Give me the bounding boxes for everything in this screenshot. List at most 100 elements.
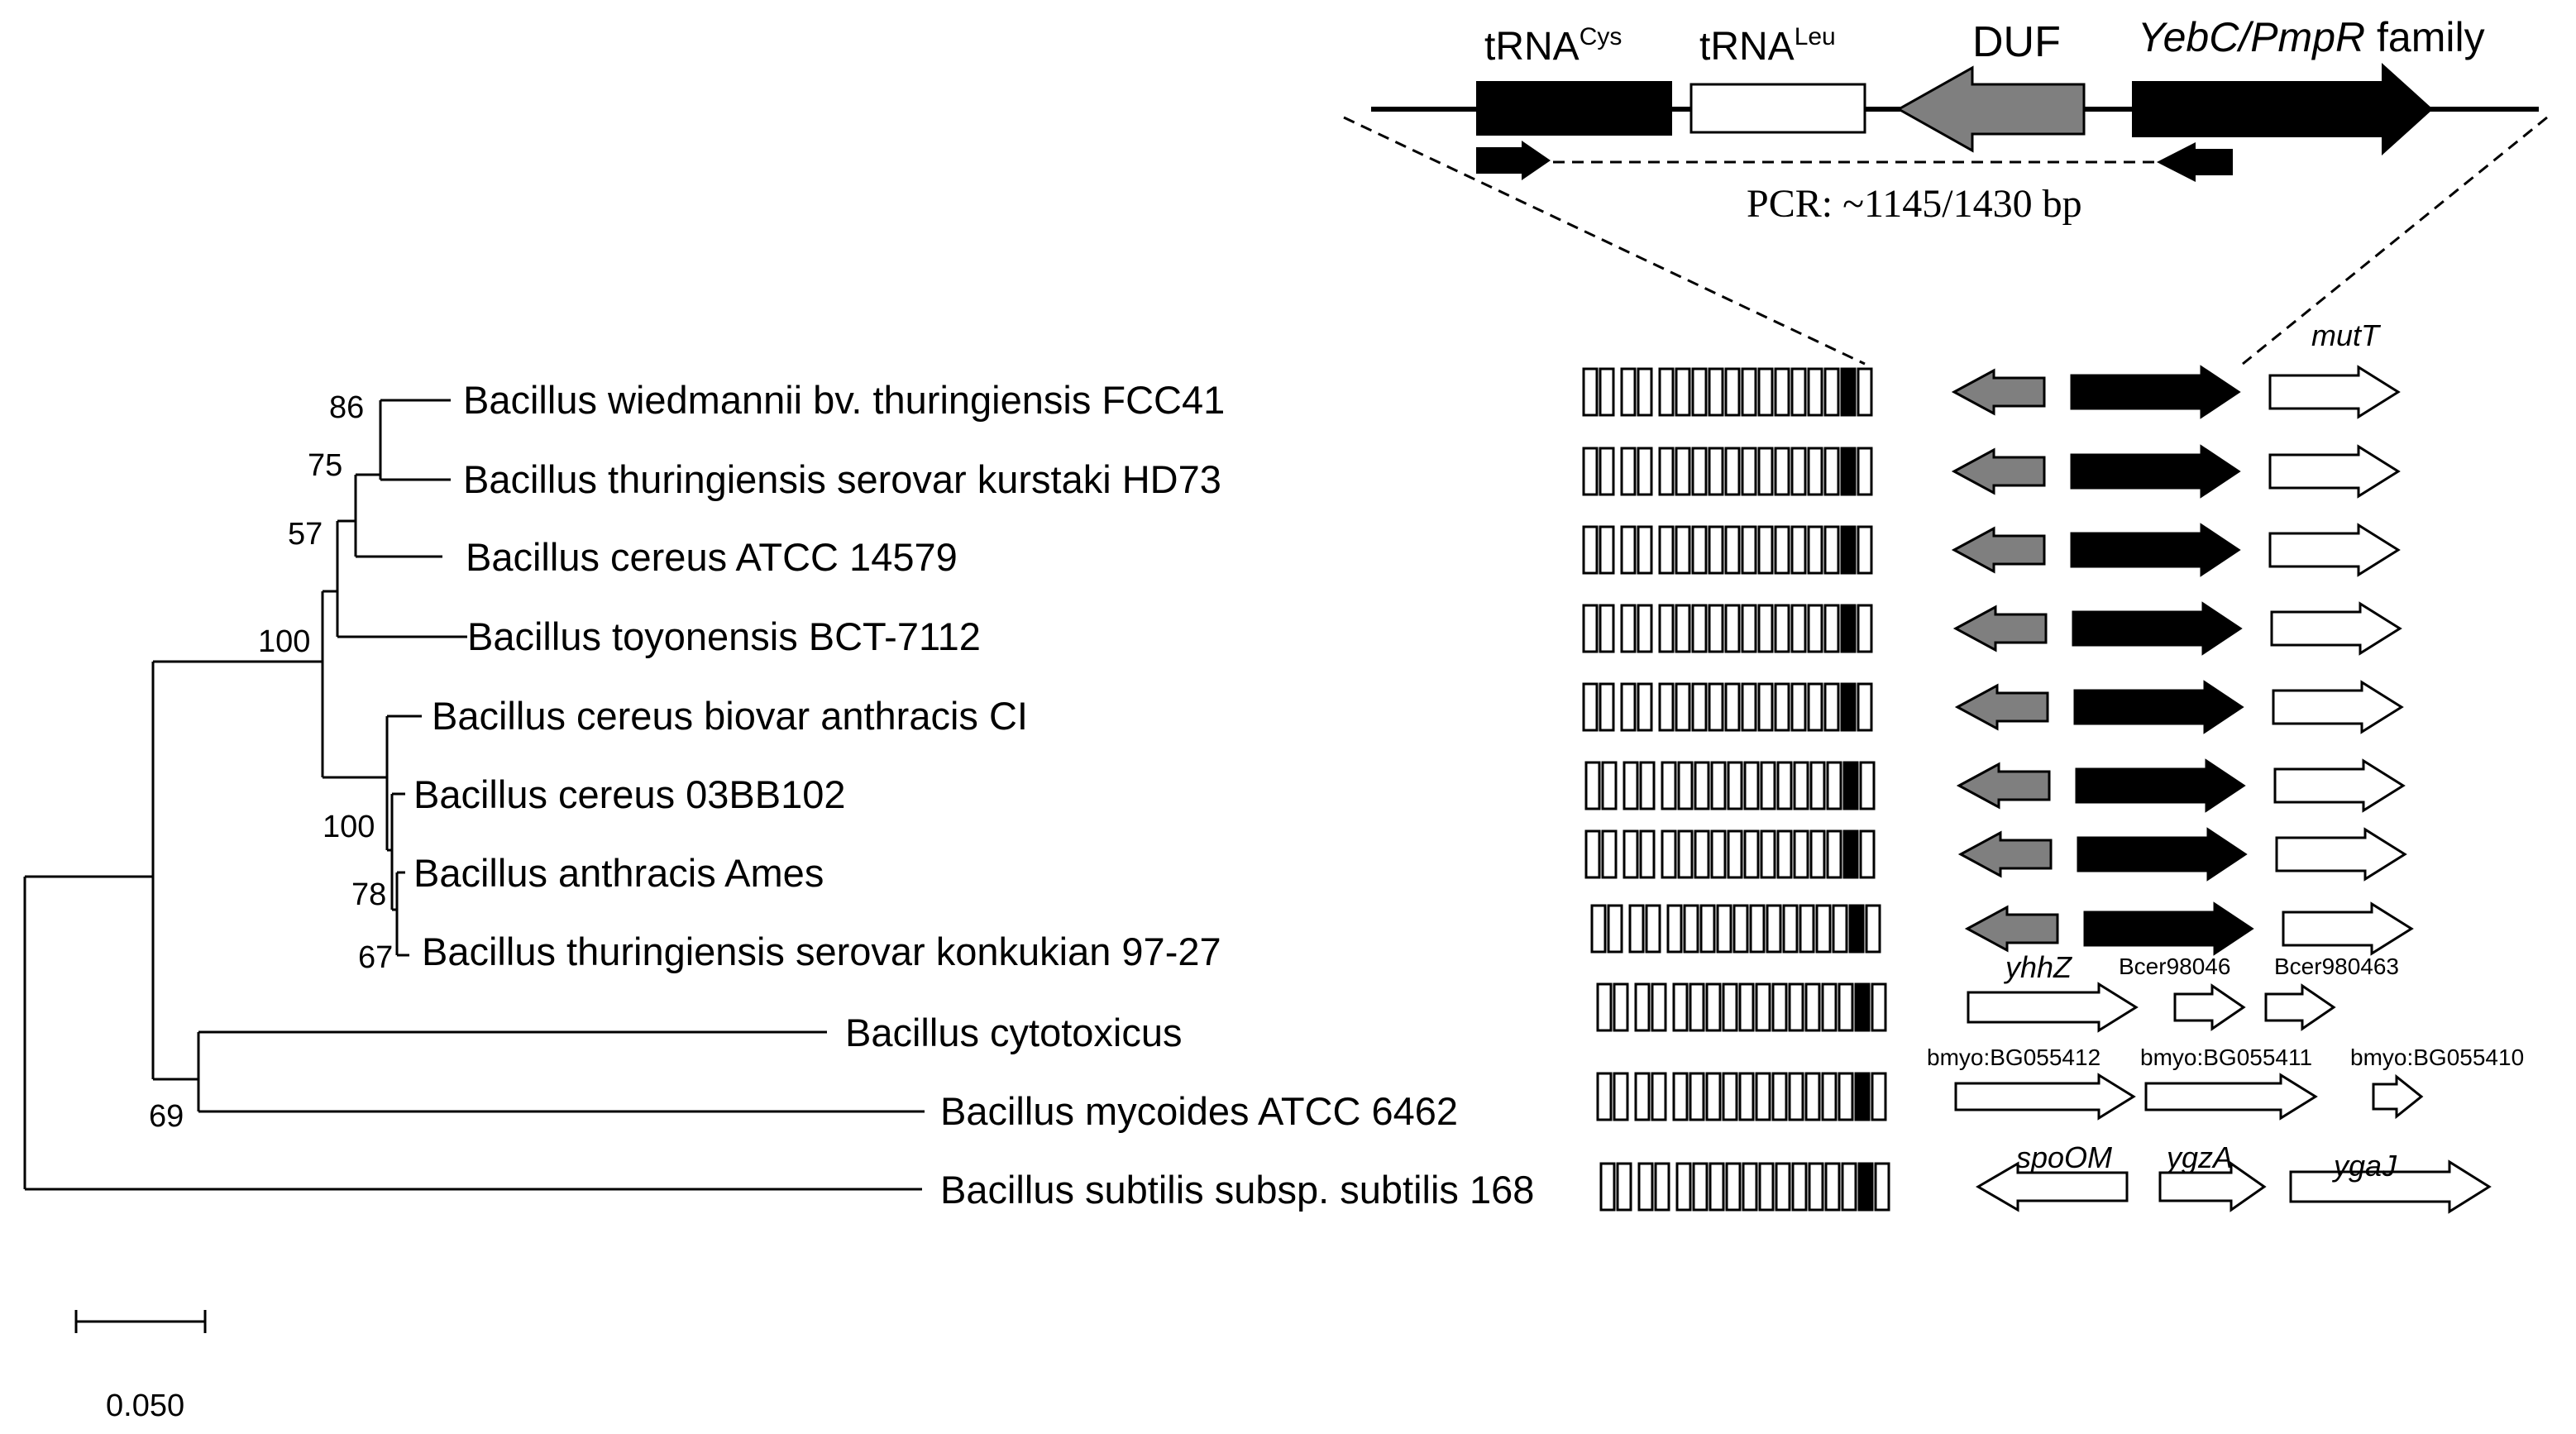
synteny-row bbox=[1590, 901, 2414, 956]
trna-box bbox=[1743, 761, 1760, 810]
trna-box bbox=[1793, 761, 1809, 810]
bmyo-bg055410-gene-arrow bbox=[2372, 1073, 2424, 1120]
trna-box bbox=[1620, 682, 1637, 732]
trna-box bbox=[1582, 682, 1599, 732]
trna-box bbox=[1683, 904, 1699, 954]
trna-box bbox=[1623, 829, 1639, 879]
trna-box bbox=[1658, 447, 1675, 496]
trna-cys-box bbox=[1840, 367, 1857, 417]
trna-box bbox=[1620, 604, 1637, 653]
trna-box bbox=[1757, 604, 1774, 653]
synteny-row bbox=[1582, 601, 2402, 656]
trna-cys-box bbox=[1848, 904, 1865, 954]
duf-gene-arrow bbox=[1951, 526, 2046, 574]
locus-diagram: tRNACys tRNALeu DUF YebC/PmpR family PCR… bbox=[1343, 14, 2548, 366]
trna-box bbox=[1599, 604, 1615, 653]
trna-box bbox=[1741, 682, 1757, 732]
trna-box bbox=[1788, 982, 1804, 1032]
trna-box bbox=[1823, 447, 1840, 496]
taxon-label: Bacillus wiedmannii bv. thuringiensis FC… bbox=[463, 378, 1225, 422]
trna-box bbox=[1675, 682, 1691, 732]
bcer980463-gene-arrow bbox=[2264, 983, 2336, 1031]
trna-box bbox=[1599, 525, 1615, 575]
yebc-gene-arrow bbox=[2073, 680, 2244, 734]
trna-box bbox=[1788, 1072, 1804, 1121]
trna-box bbox=[1599, 682, 1615, 732]
duf-gene-arrow bbox=[1957, 830, 2053, 878]
trna-cys-box bbox=[1857, 1162, 1874, 1212]
trna-box bbox=[1651, 1072, 1667, 1121]
trna-box bbox=[1799, 904, 1815, 954]
trna-box bbox=[1807, 447, 1823, 496]
trna-box bbox=[1782, 904, 1799, 954]
trna-box bbox=[1857, 604, 1873, 653]
bootstrap-value: 100 bbox=[258, 624, 310, 659]
trna-box bbox=[1582, 604, 1599, 653]
trna-box bbox=[1774, 682, 1790, 732]
trna-box bbox=[1722, 1072, 1738, 1121]
mutT-gene-arrow bbox=[2275, 827, 2407, 882]
trna-box bbox=[1823, 367, 1840, 417]
trna-box bbox=[1708, 682, 1724, 732]
trna-cys-box bbox=[1840, 682, 1857, 732]
bootstrap-value: 67 bbox=[358, 940, 393, 975]
scale-label: 0.050 bbox=[106, 1389, 184, 1423]
trna-box bbox=[1637, 367, 1653, 417]
trna-box bbox=[1838, 982, 1854, 1032]
trna-cys-box bbox=[1854, 982, 1871, 1032]
trna-box bbox=[1857, 525, 1873, 575]
trna-box bbox=[1741, 525, 1757, 575]
trna-box bbox=[1616, 1162, 1632, 1212]
mutT-gene-arrow bbox=[2270, 601, 2402, 656]
trna-box bbox=[1672, 982, 1689, 1032]
trna-leu-gene bbox=[1689, 83, 1866, 134]
trna-box bbox=[1790, 447, 1807, 496]
trna-box bbox=[1738, 982, 1755, 1032]
trna-box bbox=[1755, 1072, 1771, 1121]
trna-box bbox=[1757, 447, 1774, 496]
taxon-label: Bacillus mycoides ATCC 6462 bbox=[940, 1089, 1458, 1133]
duf-gene-arrow bbox=[1952, 605, 2048, 652]
trna-box bbox=[1694, 761, 1710, 810]
taxon-label: Bacillus cereus 03BB102 bbox=[413, 772, 846, 816]
taxon-label: Bacillus subtilis subsp. subtilis 168 bbox=[940, 1168, 1534, 1212]
trna-box bbox=[1596, 982, 1613, 1032]
trna-box bbox=[1771, 982, 1788, 1032]
duf-gene-arrow bbox=[1951, 447, 2046, 495]
trna-box bbox=[1675, 447, 1691, 496]
bcer98046-gene-arrow bbox=[2173, 983, 2246, 1031]
phylogenetic-tree bbox=[23, 399, 925, 1333]
trna-box bbox=[1823, 682, 1840, 732]
pcr-label: PCR: ~1145/1430 bp bbox=[1747, 182, 2082, 226]
trna-box bbox=[1826, 829, 1842, 879]
trna-box bbox=[1821, 1072, 1838, 1121]
bootstrap-value: 75 bbox=[308, 448, 342, 483]
trna-leu-label: tRNALeu bbox=[1699, 23, 1836, 69]
trna-box bbox=[1691, 525, 1708, 575]
trna-box bbox=[1741, 604, 1757, 653]
trna-box bbox=[1675, 525, 1691, 575]
trna-box bbox=[1727, 829, 1743, 879]
trna-box bbox=[1732, 904, 1749, 954]
mutT-gene-arrow bbox=[2273, 758, 2406, 813]
yebc-gene-arrow bbox=[2070, 365, 2241, 419]
trna-box bbox=[1661, 829, 1677, 879]
trna-box bbox=[1599, 447, 1615, 496]
trna-box bbox=[1628, 904, 1645, 954]
trna-box bbox=[1824, 1162, 1841, 1212]
trna-box bbox=[1675, 604, 1691, 653]
trna-box bbox=[1742, 1162, 1758, 1212]
trna-box bbox=[1766, 904, 1782, 954]
trna-box bbox=[1821, 982, 1838, 1032]
yebc-gene-arrow bbox=[2075, 758, 2246, 813]
trna-box bbox=[1666, 904, 1683, 954]
synteny-row bbox=[1584, 827, 2407, 882]
trna-box bbox=[1639, 829, 1656, 879]
trna-box bbox=[1757, 682, 1774, 732]
trna-box bbox=[1808, 1162, 1824, 1212]
taxon-label: Bacillus cytotoxicus bbox=[845, 1011, 1183, 1054]
trna-box bbox=[1709, 1162, 1725, 1212]
synteny-row bbox=[1582, 523, 2401, 577]
trna-box bbox=[1677, 761, 1694, 810]
duf-gene-arrow bbox=[1956, 762, 2051, 810]
